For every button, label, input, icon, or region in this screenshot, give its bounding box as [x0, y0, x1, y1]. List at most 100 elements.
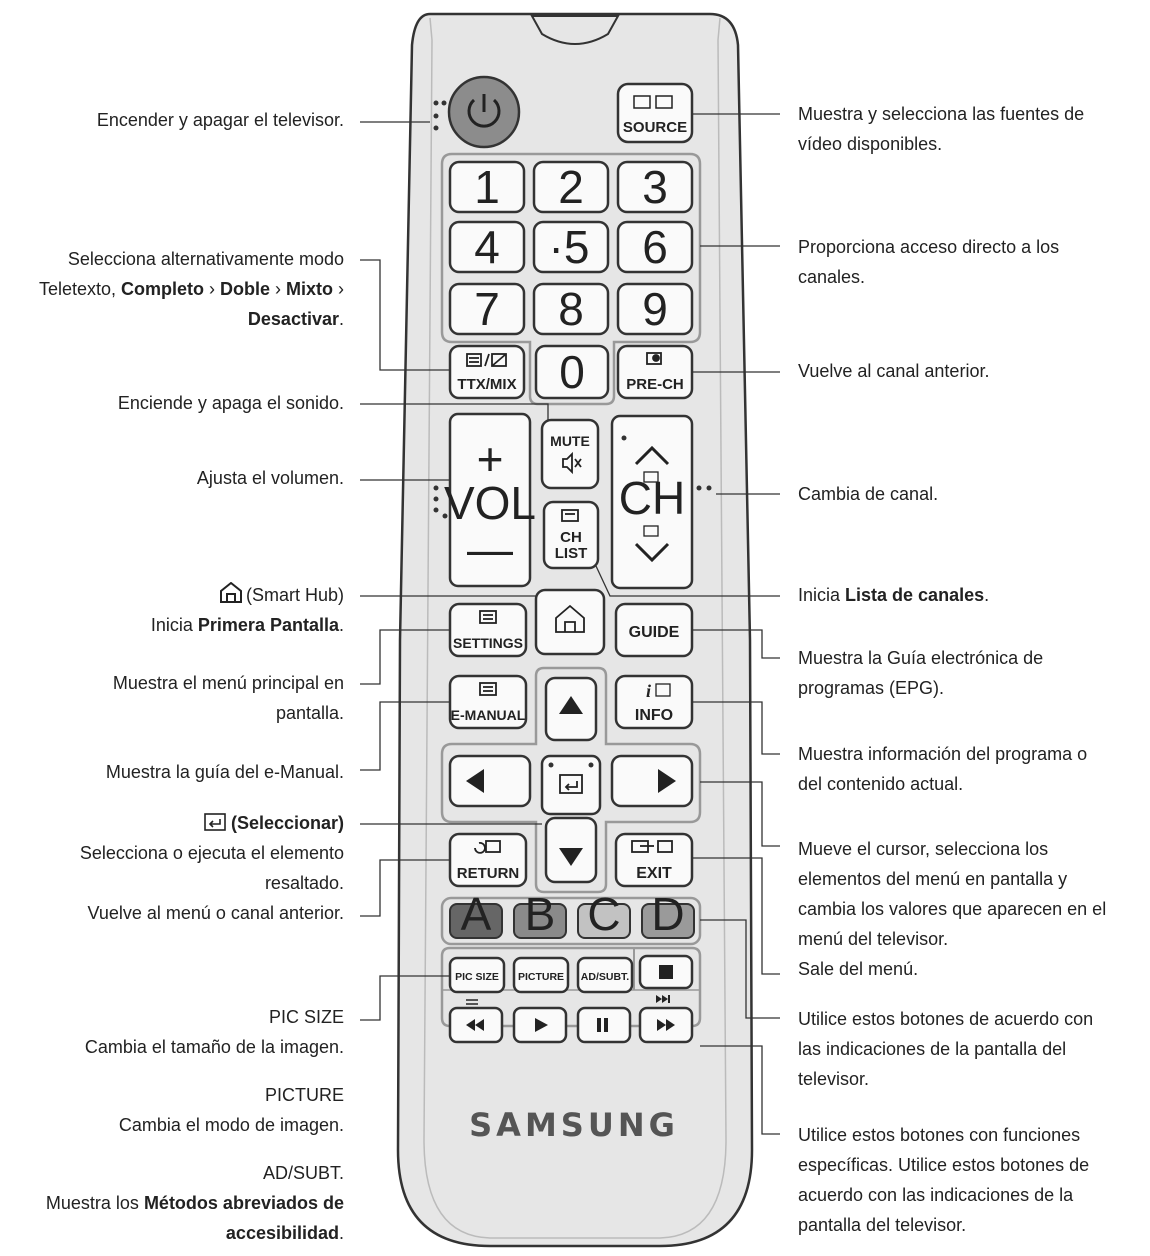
settings-button[interactable]: SETTINGS	[448, 602, 528, 658]
ir-window	[530, 15, 620, 45]
nav-up-button[interactable]	[544, 676, 598, 742]
settings-icon	[479, 610, 497, 624]
pause-icon	[597, 1018, 608, 1032]
play-icon	[535, 1018, 548, 1032]
stop-icon	[659, 965, 673, 979]
annotation-ad-subt: AD/SUBT. Muestra los Métodos abreviados …	[45, 1163, 344, 1243]
digit-key-0[interactable]: 0	[534, 344, 610, 400]
mute-button[interactable]: MUTE	[540, 418, 600, 490]
nav-down-button[interactable]	[544, 816, 598, 884]
fast-forward-button[interactable]	[638, 1006, 694, 1044]
svg-text:B: B	[525, 888, 556, 940]
annotation-channel: Cambia de canal.	[798, 484, 939, 504]
svg-text:4: 4	[474, 221, 500, 273]
annotation-e-manual: Muestra la guía del e-Manual.	[105, 762, 344, 782]
source-icon	[633, 95, 673, 109]
nav-left-button[interactable]	[448, 754, 532, 808]
annotation-select: (Seleccionar) Selecciona o ejecuta el el…	[79, 813, 344, 923]
svg-text:8: 8	[558, 283, 584, 335]
svg-text:0: 0	[559, 346, 585, 398]
guide-button[interactable]: GUIDE	[614, 602, 694, 658]
ad-subt-button[interactable]: AD/SUBT.	[576, 956, 634, 994]
arrow-down-icon	[559, 848, 583, 866]
channel-rocker[interactable]: CH	[610, 414, 694, 590]
return-button[interactable]: RETURN	[448, 832, 528, 888]
stop-button[interactable]	[638, 954, 694, 990]
annotation-volume: Ajusta el volumen.	[196, 468, 344, 488]
power-button[interactable]	[447, 75, 521, 149]
svg-text:·5: ·5	[549, 221, 590, 273]
record-small-icon	[466, 999, 478, 1005]
channel-down-small-icon	[643, 525, 659, 537]
svg-text:A: A	[461, 888, 492, 940]
e-manual-button[interactable]: E-MANUAL	[448, 674, 528, 730]
right-leaders	[595, 113, 780, 1135]
ch-list-button[interactable]: CH LIST	[542, 500, 600, 570]
teletext-icon	[466, 353, 507, 367]
mute-icon	[562, 451, 582, 475]
digit-key-8[interactable]: 8	[532, 282, 610, 336]
nav-enter-button[interactable]	[540, 754, 602, 816]
annotation-ch-list: Inicia Lista de canales.	[798, 585, 990, 605]
annotation-mute: Enciende y apaga el sonido.	[117, 393, 344, 413]
pause-button[interactable]	[576, 1006, 632, 1044]
remote-inner-edge	[423, 17, 727, 1239]
arrow-right-icon	[658, 769, 676, 793]
channel-down-icon	[634, 542, 670, 563]
rewind-icon	[466, 1019, 484, 1031]
digit-key-5[interactable]: ·5	[532, 220, 610, 274]
annotation-pic-size: PIC SIZE Cambia el tamaño de la imagen.	[84, 1007, 344, 1057]
digit-key-3[interactable]: 3	[616, 160, 694, 214]
pre-ch-label: PRE-CH	[626, 376, 684, 393]
digit-key-9[interactable]: 9	[616, 282, 694, 336]
enter-icon	[559, 774, 583, 794]
settings-label: SETTINGS	[453, 635, 523, 651]
info-button[interactable]: i INFO	[614, 674, 694, 730]
pic-size-label: PIC SIZE	[455, 971, 499, 983]
play-button[interactable]	[512, 1006, 568, 1044]
annotation-picture: PICTURE Cambia el modo de imagen.	[118, 1085, 344, 1135]
pic-size-button[interactable]: PIC SIZE	[448, 956, 506, 994]
color-key-b[interactable]: B	[513, 888, 567, 940]
pre-ch-button[interactable]: PRE-CH	[616, 344, 694, 400]
ttx-mix-button[interactable]: TTX/MIX	[448, 344, 526, 400]
annotation-pre-ch: Vuelve al canal anterior.	[798, 361, 990, 381]
rewind-button[interactable]	[448, 1006, 504, 1044]
svg-text:C: C	[587, 888, 620, 940]
mute-label: MUTE	[550, 433, 590, 449]
annotation-digits: Proporciona acceso directo a los canales…	[798, 237, 1060, 287]
picture-button[interactable]: PICTURE	[512, 956, 570, 994]
tactile-dots-ch	[696, 485, 712, 491]
volume-down-label: —	[467, 523, 513, 575]
picture-label: PICTURE	[518, 971, 564, 983]
source-button[interactable]: SOURCE	[616, 82, 694, 144]
tactile-dots-vol	[433, 485, 448, 519]
digit-key-4[interactable]: 4	[448, 220, 526, 274]
fast-forward-icon	[657, 1019, 675, 1031]
svg-text:6: 6	[642, 221, 668, 273]
nav-right-button[interactable]	[610, 754, 694, 808]
svg-text:1: 1	[474, 161, 500, 213]
digit-key-7[interactable]: 7	[448, 282, 526, 336]
return-icon	[474, 840, 501, 854]
volume-rocker[interactable]: + VOL —	[444, 412, 536, 588]
color-key-d[interactable]: D	[641, 888, 695, 940]
digit-key-6[interactable]: 6	[616, 220, 694, 274]
home-button[interactable]	[534, 588, 606, 656]
nav-pad-outline	[440, 666, 702, 894]
ch-list-label-2: LIST	[555, 545, 588, 562]
color-key-c[interactable]: C	[577, 888, 631, 940]
svg-text:7: 7	[474, 283, 500, 335]
annotation-info: Muestra información del programa o del c…	[798, 744, 1088, 794]
left-leaders	[360, 121, 549, 1021]
ttx-mix-label: TTX/MIX	[457, 376, 516, 393]
exit-button[interactable]: EXIT	[614, 832, 694, 888]
info-icon: i	[646, 681, 651, 701]
annotation-guide: Muestra la Guía electrónica de programas…	[798, 648, 1044, 698]
digit-group-outline	[440, 152, 702, 406]
digit-key-1[interactable]: 1	[448, 160, 526, 214]
annotation-source: Muestra y selecciona las fuentes de víde…	[798, 104, 1085, 154]
digit-key-2[interactable]: 2	[532, 160, 610, 214]
color-key-a[interactable]: A	[449, 888, 503, 940]
svg-text:3: 3	[642, 161, 668, 213]
